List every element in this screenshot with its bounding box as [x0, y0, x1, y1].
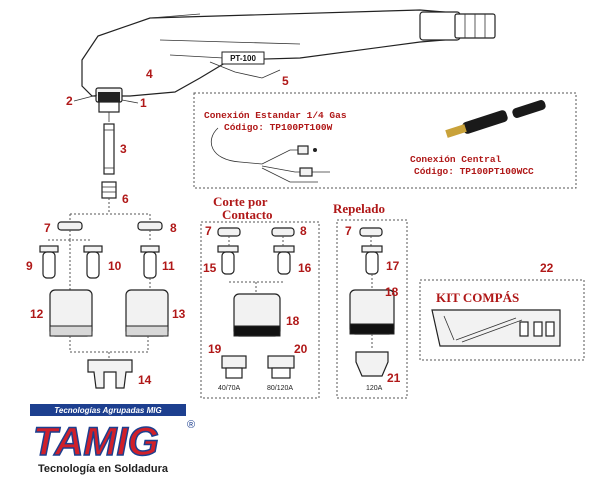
logo-registered: ®: [187, 419, 195, 431]
part-number-7-gouging: 7: [345, 224, 352, 238]
part-number-16: 16: [298, 261, 312, 275]
kit-compas-box: [419, 279, 585, 361]
torch-model-label: PT-100: [230, 54, 256, 63]
tip-part-7-contact: [217, 227, 241, 237]
part-number-7: 7: [44, 221, 51, 235]
electrode-part-10: [86, 251, 100, 279]
part-number-2: 2: [66, 94, 73, 108]
tamig-logo: Tecnologías Agrupadas MIG TAMIG ® Tecnol…: [30, 404, 195, 475]
electrode-part-16: [277, 251, 291, 275]
part-number-17: 17: [386, 259, 400, 273]
part-number-20: 20: [294, 342, 308, 356]
nozzle-label-20: 80/120A: [267, 385, 293, 392]
nozzle-part-20: [267, 355, 295, 369]
part-number-9: 9: [26, 259, 33, 273]
conexion-central-code: Código: TP100PT100WCC: [414, 166, 534, 177]
logo-brand: TAMIG: [33, 420, 159, 464]
nozzle-part-19: [221, 355, 247, 369]
electrode-part-17: [365, 251, 379, 275]
electrode-part-15: [221, 251, 235, 275]
part-number-15: 15: [203, 261, 217, 275]
tip-part-7-left: [57, 221, 83, 231]
part-number-21: 21: [387, 371, 401, 385]
part-number-10: 10: [108, 259, 122, 273]
kit-compas-title: KIT COMPÁS: [436, 290, 519, 305]
part-number-3: 3: [120, 142, 127, 156]
electrode-part-9: [42, 251, 56, 279]
nozzle-label-19: 40/70A: [218, 385, 241, 392]
part-number-4: 4: [146, 67, 153, 81]
part-number-11: 11: [162, 259, 175, 273]
spacer-part-14: [87, 359, 133, 389]
logo-banner: Tecnologías Agrupadas MIG: [54, 406, 161, 415]
corte-contacto-box: [200, 221, 320, 399]
logo-tagline: Tecnología en Soldadura: [38, 463, 169, 475]
electrode-part: [103, 123, 115, 175]
tip-part-8-contact: [271, 227, 295, 237]
part-number-8-contact: 8: [300, 224, 307, 238]
part-number-14: 14: [138, 373, 152, 387]
tip-part-8-left: [137, 221, 163, 231]
electrode-part-11: [143, 251, 157, 279]
nozzle-part-21: [355, 351, 389, 377]
standard-connection-cable: [210, 127, 330, 183]
connection-box: [193, 92, 577, 189]
corte-contacto-title-1: Corte por: [213, 194, 268, 209]
torch-illustration: PT-100: [81, 9, 496, 122]
repelado-title: Repelado: [333, 201, 385, 216]
corte-contacto-title-2: Contacto: [222, 207, 273, 222]
conexion-estandar-title: Conexión Estandar 1/4 Gas: [204, 110, 347, 121]
tip-part-7-gouging: [359, 227, 383, 237]
part-number-13: 13: [172, 307, 186, 321]
part-number-6: 6: [122, 192, 129, 206]
part-number-12: 12: [30, 307, 44, 321]
part-number-19: 19: [208, 342, 222, 356]
part-number-18-contact: 18: [286, 314, 300, 328]
part-number-22: 22: [540, 261, 554, 275]
central-connection-connector: [445, 100, 546, 138]
part-number-1: 1: [140, 96, 147, 110]
part-number-8: 8: [170, 221, 177, 235]
part-number-7-contact: 7: [205, 224, 212, 238]
conexion-central-title: Conexión Central: [410, 154, 502, 165]
diffuser-part: [101, 181, 117, 199]
part-number-5: 5: [282, 74, 289, 88]
left-assembly: [39, 213, 169, 389]
kit-compas-illustration: [431, 309, 561, 347]
part-number-18-gouging: 18: [385, 285, 399, 299]
nozzle-label-21: 120A: [366, 385, 383, 392]
conexion-estandar-code: Código: TP100PT100W: [224, 122, 333, 133]
